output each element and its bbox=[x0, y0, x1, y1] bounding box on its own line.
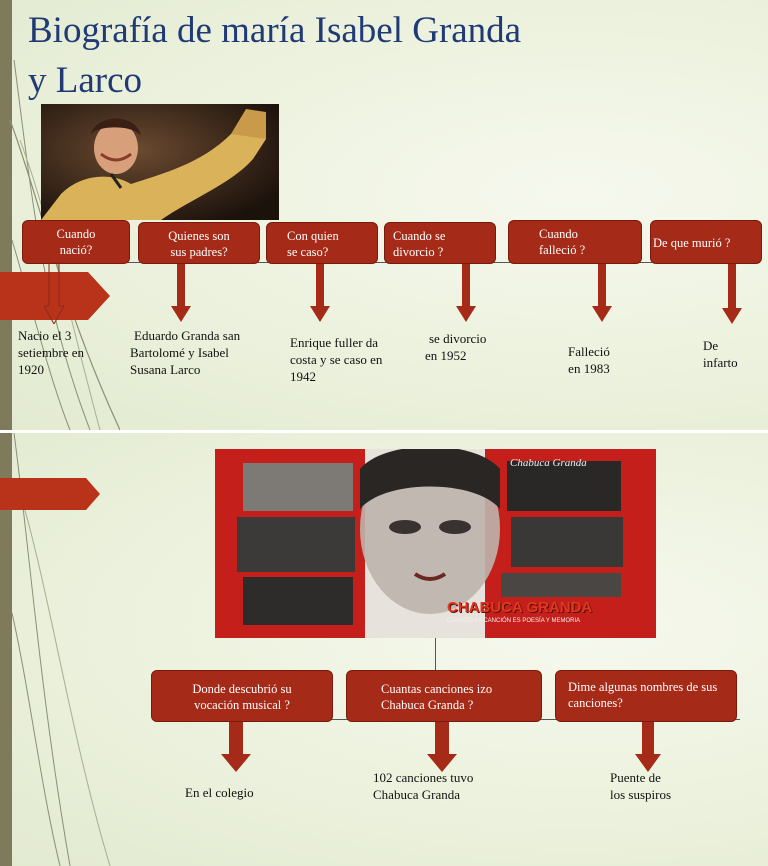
answer-line: De bbox=[703, 338, 719, 353]
question-line: divorcio ? bbox=[393, 245, 444, 259]
answer-line: Nacio el 3 bbox=[18, 328, 72, 343]
question-line: canciones? bbox=[568, 696, 623, 710]
down-arrow-icon bbox=[456, 264, 476, 322]
answer-married: Enrique fuller da costa y se caso en 194… bbox=[290, 334, 382, 385]
down-arrow-icon bbox=[427, 722, 457, 772]
slide-left-bar bbox=[0, 433, 12, 866]
slide-separator bbox=[0, 430, 768, 433]
answer-line: Falleció bbox=[568, 344, 610, 359]
question-line: Cuando bbox=[539, 227, 578, 241]
question-line: nació? bbox=[59, 243, 93, 257]
answer-songs-count: 102 canciones tuvo Chabuca Granda bbox=[373, 769, 473, 803]
answer-line: infarto bbox=[703, 355, 738, 370]
slide-left-bar bbox=[0, 0, 12, 430]
question-box-married: Con quien se caso? bbox=[266, 222, 378, 264]
question-box-song-names: Dime algunas nombres de sus canciones? bbox=[555, 670, 737, 722]
answer-vocation: En el colegio bbox=[185, 784, 254, 801]
poster-title: CHABUCA GRANDA bbox=[447, 599, 593, 616]
question-box-vocation: Donde descubrió su vocación musical ? bbox=[151, 670, 333, 722]
question-line: De que murió ? bbox=[653, 236, 731, 250]
question-line: se caso? bbox=[287, 245, 329, 259]
answer-line: en 1983 bbox=[568, 361, 610, 376]
question-line: Quienes son bbox=[168, 229, 230, 243]
question-box-born: Cuando nació? bbox=[22, 220, 130, 264]
question-box-divorce: Cuando se divorcio ? bbox=[384, 222, 496, 264]
title-line-2: y Larco bbox=[28, 60, 143, 101]
down-arrow-icon bbox=[635, 722, 661, 772]
question-line: vocación musical ? bbox=[194, 698, 290, 712]
answer-line: 1920 bbox=[18, 362, 44, 377]
down-arrow-icon bbox=[221, 722, 251, 772]
down-arrow-icon bbox=[592, 264, 612, 322]
answer-line: Bartolomé y Isabel bbox=[130, 345, 229, 360]
answer-line: Chabuca Granda bbox=[373, 787, 460, 802]
answer-line: los suspiros bbox=[610, 787, 672, 802]
page-title: Biografía de maría Isabel Granda y Larco bbox=[28, 6, 521, 106]
answer-line: 102 canciones tuvo bbox=[373, 770, 474, 785]
connector-line bbox=[435, 638, 436, 670]
down-arrow-icon bbox=[722, 264, 742, 324]
answer-line: Eduardo Granda san bbox=[134, 328, 241, 343]
answer-parents: Eduardo Granda san Bartolomé y Isabel Su… bbox=[130, 327, 240, 378]
question-line: Con quien bbox=[287, 229, 339, 243]
poster-brand: Chabuca Granda bbox=[510, 457, 587, 469]
question-line: Chabuca Granda ? bbox=[381, 698, 474, 712]
chevron-arrow-icon bbox=[0, 272, 110, 320]
answer-line: Enrique fuller da bbox=[290, 335, 379, 350]
chabuca-poster-image: Chabuca Granda CHABUCA GRANDA CUANDO LA … bbox=[215, 449, 656, 638]
question-line: Cuando bbox=[56, 227, 96, 241]
question-line: Cuantas canciones izo bbox=[381, 682, 493, 696]
down-arrow-icon bbox=[171, 264, 191, 322]
down-arrow-icon bbox=[44, 262, 64, 324]
slide-biography: Biografía de maría Isabel Granda y Larco… bbox=[0, 0, 768, 430]
answer-cause: De infarto bbox=[703, 337, 738, 371]
poster-subtitle: CUANDO LA CANCIÓN ES POESÍA Y MEMORIA bbox=[447, 618, 581, 624]
question-box-death: Cuando falleció ? bbox=[508, 220, 642, 264]
answer-line: Puente de bbox=[610, 770, 661, 785]
question-box-parents: Quienes son sus padres? bbox=[138, 222, 260, 264]
answer-born: Nacio el 3 setiembre en 1920 bbox=[18, 327, 84, 378]
answer-line: En el colegio bbox=[185, 785, 254, 800]
question-line: Dime algunas nombres de sus bbox=[568, 680, 718, 694]
question-box-songs-count: Cuantas canciones izo Chabuca Granda ? bbox=[346, 670, 542, 722]
chevron-arrow-icon bbox=[0, 478, 100, 510]
question-line: sus padres? bbox=[170, 245, 228, 259]
answer-death: Falleció en 1983 bbox=[568, 343, 610, 377]
answer-line: Susana Larco bbox=[130, 362, 201, 377]
question-box-cause: De que murió ? bbox=[650, 220, 762, 264]
answer-line: se divorcio bbox=[429, 331, 487, 346]
answer-line: en 1952 bbox=[425, 348, 467, 363]
title-line-1: Biografía de maría Isabel Granda bbox=[28, 10, 522, 51]
answer-line: setiembre en bbox=[18, 345, 85, 360]
question-line: Cuando se bbox=[393, 229, 446, 243]
slide-music: Chabuca Granda CHABUCA GRANDA CUANDO LA … bbox=[0, 433, 768, 866]
question-line: Donde descubrió su bbox=[192, 682, 292, 696]
down-arrow-icon bbox=[310, 264, 330, 322]
answer-line: costa y se caso en bbox=[290, 352, 383, 367]
answer-divorce: se divorcio en 1952 bbox=[425, 330, 486, 364]
question-line: falleció ? bbox=[539, 243, 586, 257]
answer-song-names: Puente de los suspiros bbox=[610, 769, 671, 803]
singer-photo bbox=[41, 104, 279, 220]
answer-line: 1942 bbox=[290, 369, 316, 384]
